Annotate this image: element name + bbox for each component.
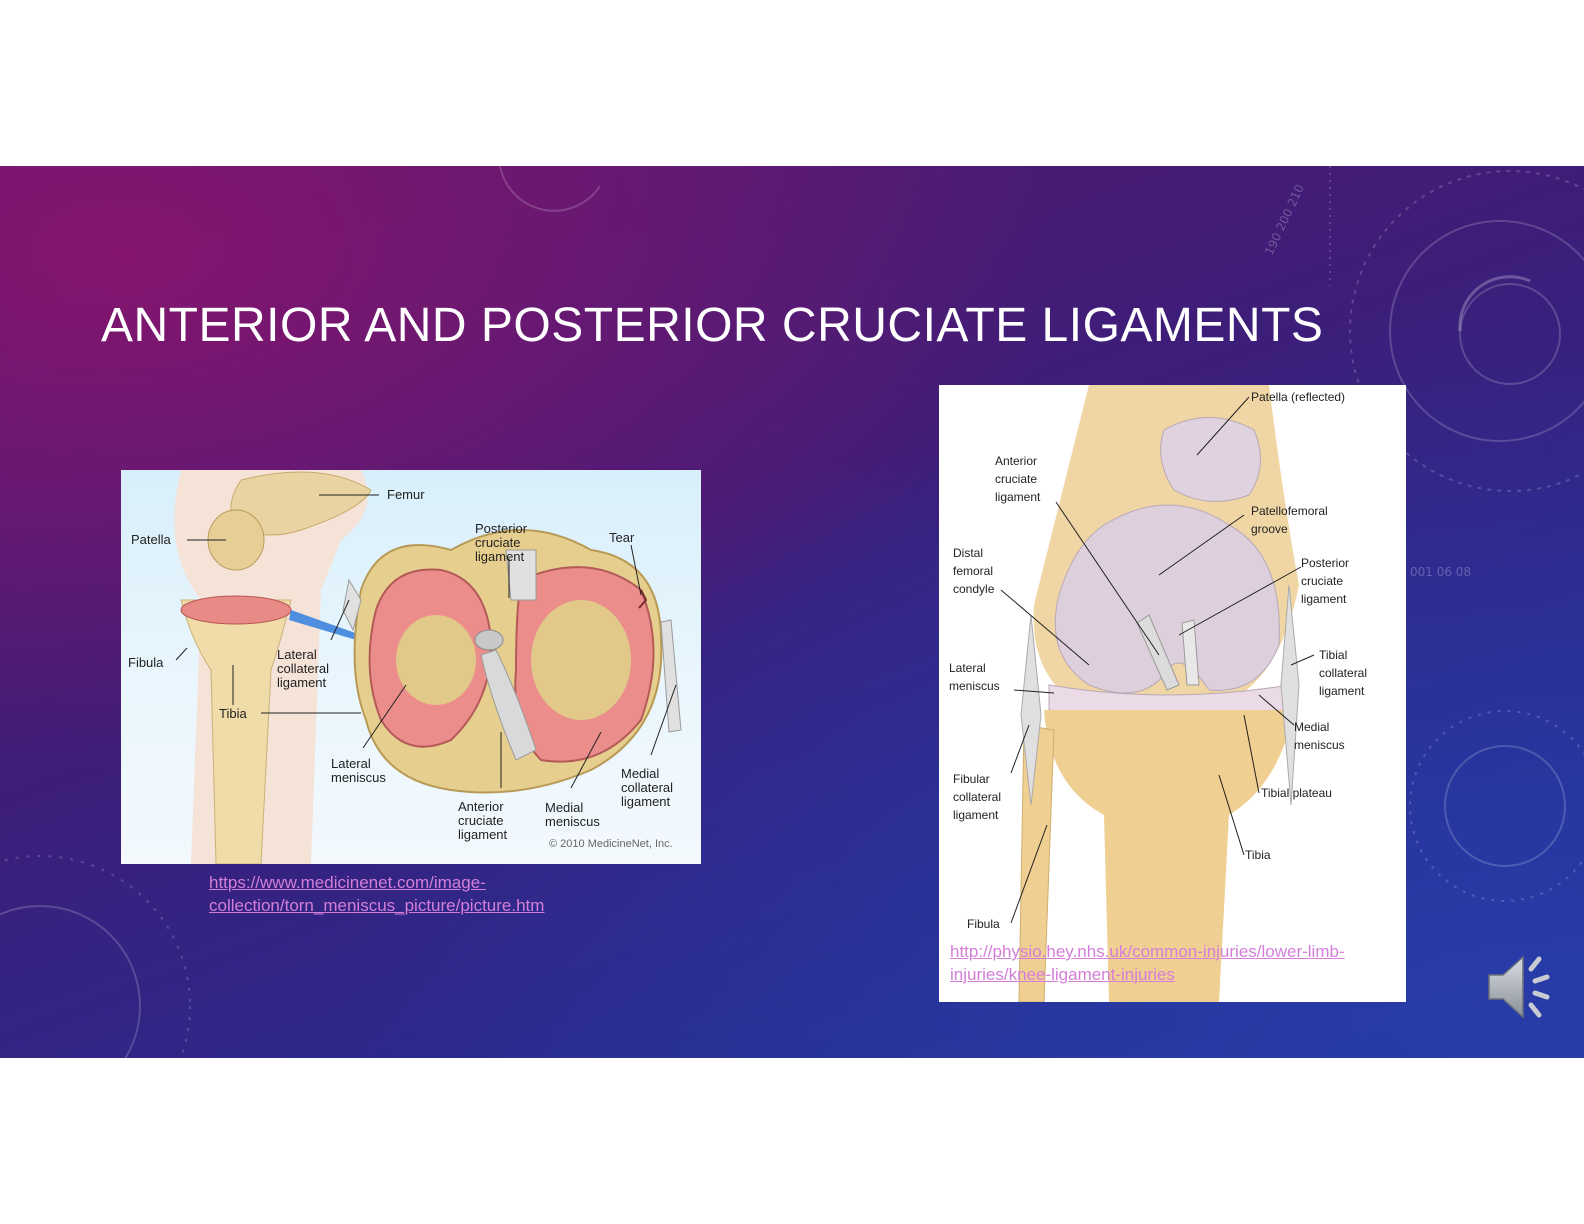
label-patellofemoral-1: Patellofemoral — [1251, 504, 1328, 518]
tear-mark — [638, 589, 648, 609]
label-distal-femoral-1: Distal — [953, 546, 983, 560]
meniscus-diagram: Femur Patella Posterior cruciate ligamen… — [121, 470, 701, 864]
label-patellofemoral-2: groove — [1251, 522, 1288, 536]
slide-title: ANTERIOR AND POSTERIOR CRUCIATE LIGAMENT… — [101, 299, 1324, 352]
label-anterior-cruciate-3: ligament — [995, 490, 1041, 504]
label-fibular-collateral-2: collateral — [953, 790, 1001, 804]
label-medial-meniscus-2: meniscus — [545, 814, 600, 829]
acl-end — [474, 629, 504, 651]
speaker-graphic — [1488, 955, 1550, 1019]
lcl-shape — [1020, 614, 1042, 806]
svg-text:190 200 210: 190 200 210 — [1262, 182, 1307, 257]
label-anterior-cruciate-2: cruciate — [995, 472, 1037, 486]
speaker-icon[interactable] — [1485, 951, 1565, 1023]
knee-anatomy-diagram: Patella (reflected) Anterior cruciate li… — [939, 385, 1406, 1002]
label-fibula: Fibula — [967, 917, 1000, 931]
fibula-shape — [1018, 724, 1055, 1002]
mcl-shape — [660, 619, 682, 733]
label-posterior-cruciate-1: Posterior — [1301, 556, 1349, 570]
label-distal-femoral-3: condyle — [953, 582, 995, 596]
label-femur: Femur — [387, 487, 425, 502]
pcl-shape — [1181, 619, 1200, 686]
leader-lines — [175, 494, 677, 789]
label-posterior-cruciate-3: ligament — [1301, 592, 1347, 606]
meniscus-illustration: Femur Patella Posterior cruciate ligamen… — [128, 470, 682, 864]
knee-illustration: Patella (reflected) Anterior cruciate li… — [949, 385, 1367, 1002]
medicinenet-source-link[interactable]: https://www.medicinenet.com/image-collec… — [209, 873, 545, 915]
label-fibula: Fibula — [128, 655, 164, 670]
label-patella-reflected: Patella (reflected) — [1251, 390, 1345, 404]
label-lateral-collateral-2: collateral — [277, 661, 329, 676]
medial-plateau-center — [531, 600, 631, 720]
label-posterior-cruciate-2: cruciate — [1301, 574, 1343, 588]
label-tibia: Tibia — [1245, 848, 1271, 862]
label-distal-femoral-2: femoral — [953, 564, 993, 578]
label-anterior-cruciate-2: cruciate — [458, 813, 504, 828]
nhs-source-link[interactable]: http://physio.hey.nhs.uk/common-injuries… — [950, 942, 1345, 984]
label-lateral-meniscus-1: Lateral — [949, 661, 986, 675]
label-fibular-collateral-3: ligament — [953, 808, 999, 822]
label-tibial-collateral-3: ligament — [1319, 684, 1365, 698]
label-tibia: Tibia — [219, 706, 247, 721]
tibia-shape — [1044, 710, 1294, 1002]
label-medial-collateral-3: ligament — [621, 794, 671, 809]
patella-shape — [1160, 417, 1261, 502]
acl-shape — [480, 649, 537, 761]
label-posterior-cruciate-2: cruciate — [475, 535, 521, 550]
label-medial-collateral-2: collateral — [621, 780, 673, 795]
label-lateral-collateral-3: ligament — [277, 675, 327, 690]
lateral-plateau-center — [396, 615, 476, 705]
label-anterior-cruciate-1: Anterior — [995, 454, 1037, 468]
label-posterior-cruciate-3: ligament — [475, 549, 525, 564]
leader-lines — [1000, 396, 1315, 924]
slide: 190 200 210 001 06 08 ANTERIOR AND POSTE… — [0, 166, 1584, 1058]
knee-meniscus-small — [180, 595, 292, 625]
label-lateral-collateral-1: Lateral — [277, 647, 317, 662]
label-medial-meniscus-2: meniscus — [1294, 738, 1345, 752]
label-posterior-cruciate-1: Posterior — [475, 521, 528, 536]
label-anterior-cruciate-1: Anterior — [458, 799, 504, 814]
label-lateral-meniscus-1: Lateral — [331, 756, 371, 771]
label-lateral-meniscus-2: meniscus — [331, 770, 386, 785]
label-tibial-collateral-1: Tibial — [1319, 648, 1347, 662]
label-medial-collateral-1: Medial — [621, 766, 659, 781]
label-anterior-cruciate-3: ligament — [458, 827, 508, 842]
label-fibular-collateral-1: Fibular — [953, 772, 990, 786]
label-lateral-meniscus-2: meniscus — [949, 679, 1000, 693]
label-medial-meniscus-1: Medial — [545, 800, 583, 815]
svg-text:001 06 08: 001 06 08 — [1410, 565, 1471, 579]
mcl-shape — [1280, 584, 1300, 806]
background-decoration: 190 200 210 001 06 08 — [0, 166, 1584, 1058]
tibia-shape — [180, 599, 292, 864]
label-patella: Patella — [131, 532, 172, 547]
label-tibial-collateral-2: collateral — [1319, 666, 1367, 680]
label-copyright: © 2010 MedicineNet, Inc. — [549, 838, 673, 850]
acl-shape — [1136, 614, 1180, 691]
label-medial-meniscus-1: Medial — [1294, 720, 1329, 734]
lcl-shape — [342, 578, 362, 632]
label-tibial-plateau: Tibial plateau — [1261, 786, 1332, 800]
label-tear: Tear — [609, 530, 635, 545]
